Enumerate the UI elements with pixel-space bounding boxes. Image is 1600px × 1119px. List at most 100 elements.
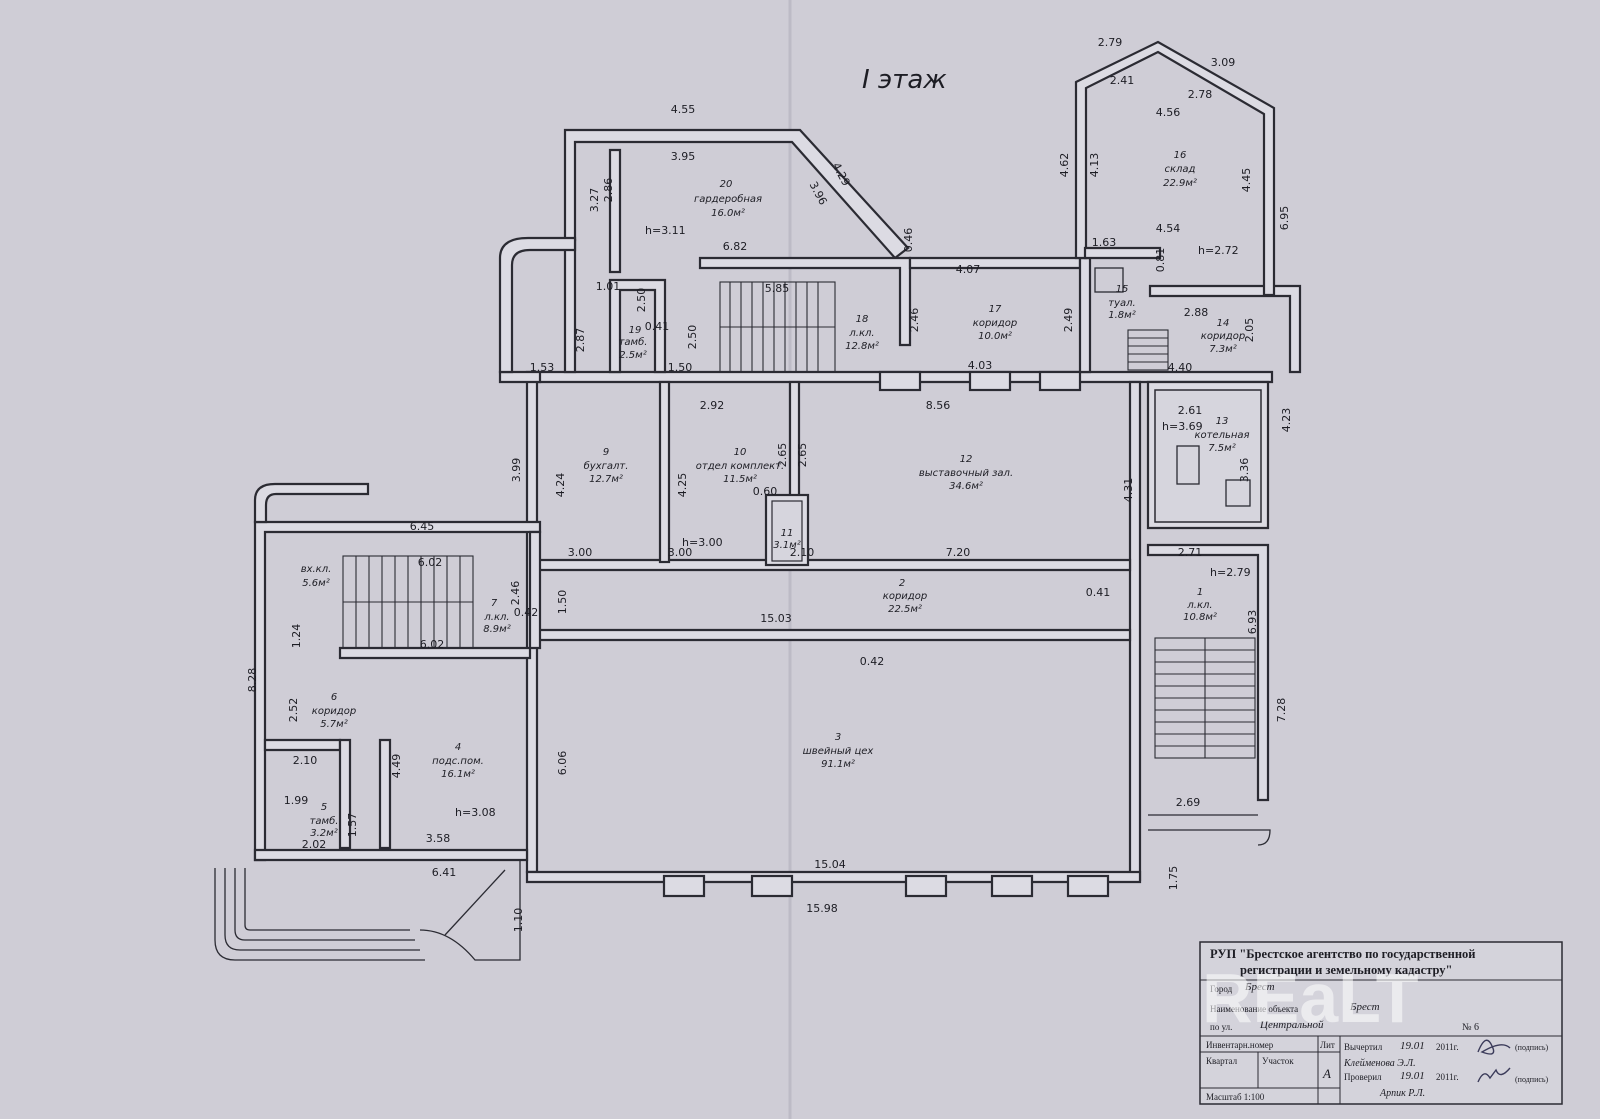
stamp-city-value: Брест — [1244, 981, 1275, 993]
dimension-label: 2.52 — [287, 698, 300, 723]
room-3-num: 3 — [835, 732, 841, 743]
stamp-inv: Инвентарн.номер — [1206, 1040, 1274, 1050]
dimension-label: 1.53 — [530, 361, 555, 374]
stamp-addr-label: Наименование объекта — [1210, 1004, 1298, 1014]
room-4-height: h=3.08 — [455, 806, 496, 819]
dimension-label: 4.24 — [554, 473, 567, 498]
room-2-num: 2 — [899, 578, 905, 589]
room-12-num: 12 — [960, 454, 973, 465]
dimension-label: 3.27 — [588, 188, 601, 213]
dimension-label: 1.24 — [290, 624, 303, 649]
dimension-label: 4.40 — [1168, 361, 1193, 374]
room-11-num: 11 — [781, 528, 794, 539]
dimension-label: 4.13 — [1088, 153, 1101, 178]
room-6-num: 6 — [331, 692, 337, 703]
dimension-label: 0.81 — [1154, 248, 1167, 273]
dimension-label: 2.41 — [1110, 74, 1135, 87]
dimension-label: 0.60 — [753, 485, 778, 498]
dimension-label: 6.95 — [1278, 206, 1291, 231]
dimension-label: 4.55 — [671, 103, 696, 116]
stamp-drawn-date: 19.01 — [1400, 1040, 1425, 1052]
dimension-label: 0.42 — [860, 655, 885, 668]
stamp-checked-date: 19.01 — [1400, 1070, 1425, 1082]
stamp-addr-value: Брест — [1349, 1001, 1380, 1013]
dimension-label: 1.63 — [1092, 236, 1117, 249]
room-5-num: 5 — [321, 802, 327, 813]
room-15-area: 1.8м² — [1108, 310, 1135, 321]
dimension-label: 2.46 — [908, 308, 921, 333]
stamp-org-line2: регистрации и земельному кадастру" — [1240, 963, 1453, 977]
dimension-label: 4.23 — [1280, 408, 1293, 433]
room-5-name: тамб. — [310, 815, 339, 827]
room-19-num: 19 — [629, 325, 642, 336]
room-2-area: 22.5м² — [888, 604, 922, 615]
room-20-num: 20 — [720, 179, 733, 190]
dimension-label: 1.99 — [284, 794, 309, 807]
dimension-label: 7.28 — [1275, 698, 1288, 723]
room-13-area: 7.5м² — [1208, 443, 1235, 454]
stamp-number: № 6 — [1462, 1022, 1479, 1033]
room-1-area: 10.8м² — [1183, 612, 1217, 623]
stamp-checked-sign: (подпись) — [1515, 1075, 1549, 1084]
room-4-name: подс.пом. — [432, 756, 484, 767]
room-10-area: 11.5м² — [723, 474, 757, 485]
dimension-label: 2.65 — [776, 443, 789, 468]
dimension-label: 0.42 — [514, 606, 539, 619]
dimension-label: 2.71 — [1178, 546, 1203, 559]
dimension-label: 1.10 — [512, 908, 525, 933]
room-19-area: 2.5м² — [619, 350, 646, 361]
dimension-label: 2.61 — [1178, 404, 1203, 417]
dimension-label: 2.49 — [1062, 308, 1075, 333]
dimension-label: 4.54 — [1156, 222, 1181, 235]
dimension-label: 6.02 — [418, 556, 443, 569]
dimension-label: 6.82 — [723, 240, 748, 253]
room-10-num: 10 — [734, 447, 747, 458]
stamp-checked-year: 2011г. — [1436, 1072, 1459, 1082]
room-16-area: 22.9м² — [1163, 178, 1197, 189]
room-16-name: склад — [1165, 164, 1196, 175]
room-1-height: h=2.79 — [1210, 566, 1251, 579]
room-16-num: 16 — [1174, 150, 1187, 161]
room-17-num: 17 — [989, 304, 1002, 315]
dimension-label: 6.41 — [432, 866, 457, 879]
room-15-num: 15 — [1116, 284, 1129, 295]
dimension-label: 8.56 — [926, 399, 951, 412]
room-9-area: 12.7м² — [589, 474, 623, 485]
dimension-label: 2.88 — [1184, 306, 1209, 319]
dimension-label: 2.92 — [700, 399, 725, 412]
room-14-area: 7.3м² — [1209, 344, 1236, 355]
room-13-name: котельная — [1194, 430, 1249, 441]
stamp-checked-label: Проверил — [1344, 1072, 1382, 1082]
dimension-labels: 4.553.954.293.960.466.822.863.271.012.50… — [246, 36, 1293, 932]
room-4-area: 16.1м² — [441, 769, 475, 780]
room-7-num: 7 — [491, 598, 498, 609]
stamp-lit: Лит — [1320, 1040, 1335, 1050]
room-3-area: 91.1м² — [821, 759, 855, 770]
room-18-name: л.кл. — [848, 328, 874, 339]
dimension-label: 4.07 — [956, 263, 981, 276]
dimension-label: 2.05 — [1243, 318, 1256, 343]
dimension-label: 0.41 — [645, 320, 670, 333]
room-11-area: 3.1м² — [773, 540, 800, 551]
dimension-label: 2.69 — [1176, 796, 1201, 809]
room-8-area: 5.6м² — [302, 578, 329, 589]
dimension-label: 1.75 — [1167, 866, 1180, 891]
title-block-stamp: РУП "Брестское агентство по государствен… — [1199, 941, 1563, 1105]
dimension-label: 4.49 — [390, 754, 403, 779]
dimension-label: 3.58 — [426, 832, 451, 845]
dimension-label: 2.65 — [796, 443, 809, 468]
dimension-label: 1.01 — [596, 280, 621, 293]
dimension-label: 4.62 — [1058, 153, 1071, 178]
room-12-area: 34.6м² — [949, 481, 983, 492]
room-20-height: h=3.11 — [645, 224, 686, 237]
stamp-drawn-year: 2011г. — [1436, 1042, 1459, 1052]
dimension-label: 2.87 — [574, 328, 587, 353]
room-13-height: h=3.69 — [1162, 420, 1203, 433]
dimension-label: 3.09 — [1211, 56, 1236, 69]
dimension-label: 2.10 — [293, 754, 318, 767]
stamp-city-label: Город — [1210, 984, 1233, 994]
dimension-label: 4.56 — [1156, 106, 1181, 119]
room-4-num: 4 — [455, 742, 461, 753]
